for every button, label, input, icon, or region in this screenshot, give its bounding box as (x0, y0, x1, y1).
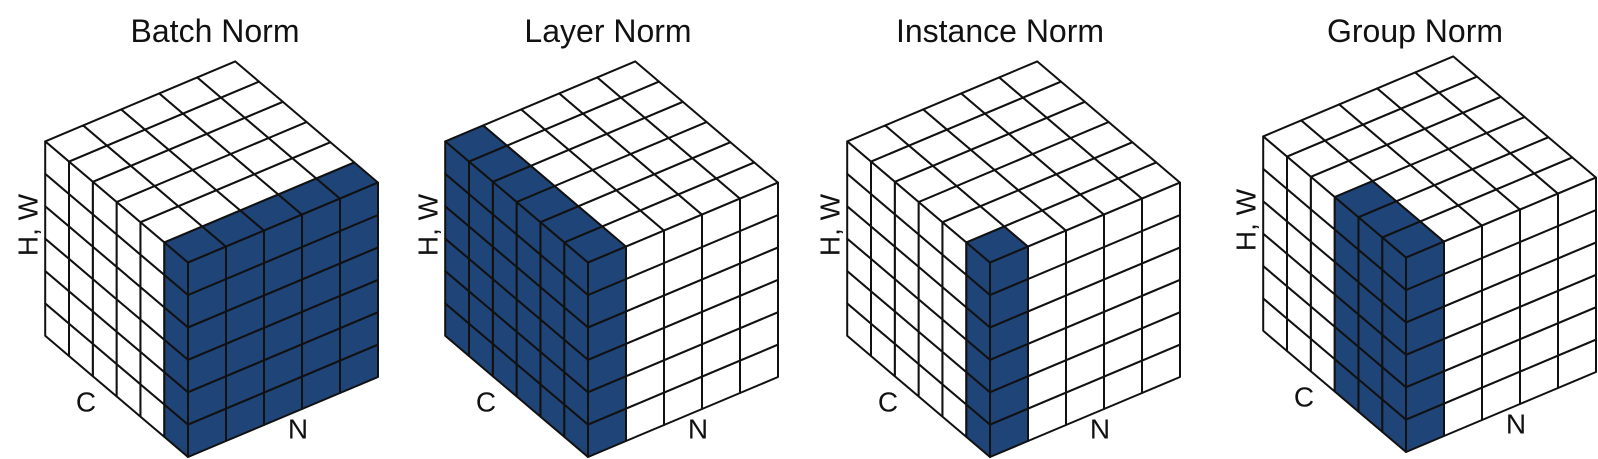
left-face-cell (846, 140, 872, 195)
axis-label-n: N (1090, 414, 1110, 445)
panel-group-norm: Group Norm H, W C N (1231, 13, 1597, 453)
top-face-cell (1414, 55, 1478, 94)
panel-title: Batch Norm (131, 13, 300, 49)
axis-label-n: N (288, 414, 308, 445)
axis-label-hw: H, W (815, 193, 846, 256)
axis-label-hw: H, W (413, 193, 444, 256)
front-face-cell (1557, 176, 1597, 227)
front-face-cell (339, 181, 379, 232)
top-face-cell (998, 60, 1062, 99)
panel-title: Group Norm (1327, 13, 1503, 49)
axis-label-n: N (1506, 409, 1526, 440)
axis-label-c: C (1294, 382, 1314, 413)
axis-label-n: N (688, 414, 708, 445)
axis-label-hw: H, W (13, 193, 44, 256)
axis-label-c: C (476, 387, 496, 418)
axis-label-hw: H, W (1231, 188, 1262, 251)
axis-label-c: C (878, 387, 898, 418)
panel-title: Layer Norm (524, 13, 691, 49)
axis-label-c: C (76, 387, 96, 418)
panel-instance-norm: Instance Norm H, W C N (815, 13, 1181, 458)
panel-title: Instance Norm (896, 13, 1104, 49)
panel-layer-norm: Layer Norm H, W C N (413, 13, 779, 458)
top-face-cell (596, 60, 660, 99)
panel-batch-norm: Batch Norm H, W C N (13, 13, 379, 458)
left-face-cell (444, 140, 470, 195)
front-face-cell (739, 181, 779, 232)
left-face-cell (44, 140, 70, 195)
top-face-cell (196, 60, 260, 99)
front-face-cell (1141, 181, 1181, 232)
left-face-cell (1262, 135, 1288, 190)
